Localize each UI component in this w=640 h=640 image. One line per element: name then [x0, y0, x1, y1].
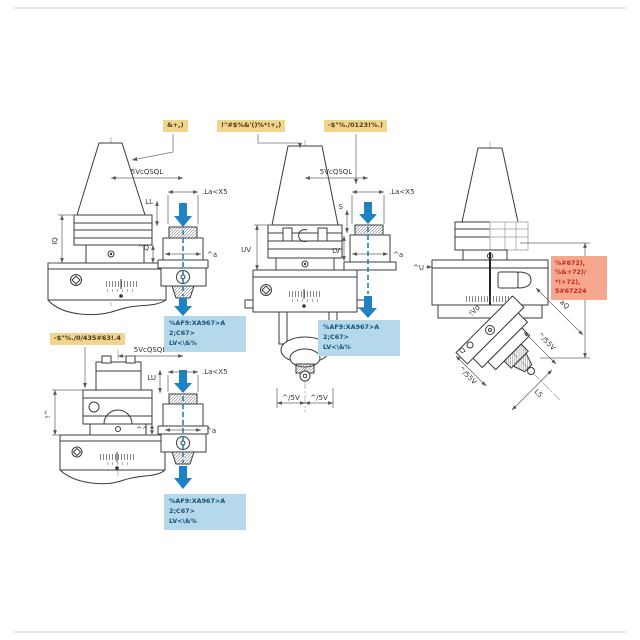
drawing1-right-angle-head-front-view: 5VcQSQL .La<X5 LL IQ ^Q ^a: [47, 134, 228, 316]
blue-note-line2: 2;C67>: [169, 506, 195, 515]
angled-head: [437, 295, 543, 376]
drawing4-hsk-right-angle-head: 5VcQSQL LU .La<X5 !^ ^^ ^a: [44, 346, 228, 489]
hsk-shank: [95, 355, 142, 391]
dim-diag-upper: ^/55V: [536, 331, 557, 352]
spindle-note-drawing2: %AF9:XA967>A 2;C67> LV<\&%: [318, 320, 400, 356]
dim-pilot: .La<X5: [202, 188, 228, 196]
dim-aa: ^^: [136, 426, 148, 434]
callout-note-1-text: &+,): [167, 121, 184, 129]
blue-arrow-down-icon: [174, 298, 192, 316]
dim-pilot: .La<X5: [389, 188, 415, 196]
dim-gauge-length: 5VcQSQL: [134, 346, 167, 354]
spindle-note-drawing1: %AF9:XA967>A 2;C67> LV<\&%: [164, 316, 246, 352]
side-adjuster-unit: [343, 224, 397, 271]
dim-l5: L5: [533, 388, 545, 400]
dimensions: 5VcQSQL LU .La<X5 !^ ^^ ^a: [44, 346, 228, 436]
collet-nut: [171, 285, 195, 299]
v-flange: [267, 224, 343, 259]
blue-note-line3: LV<\&%: [169, 516, 197, 525]
main-body: [431, 252, 549, 306]
dim-ha: ^a: [206, 427, 216, 435]
callout-note-4-text: -$"%./0/435#63!.4: [54, 334, 121, 342]
neck: [275, 257, 335, 271]
main-body: [59, 434, 166, 485]
lock-screw: [466, 341, 474, 349]
break-line: [47, 299, 167, 316]
drawing3-45deg-head-view: ^U aQ ^/55V ^/55V L5 !Vd Q: [413, 142, 590, 411]
dim-gauge-length: 5VcQSQL: [320, 168, 353, 176]
side-screw: [244, 299, 254, 309]
callout-note-2-text: !"#$%&'()%*!+,): [221, 121, 282, 129]
blue-note-line3: LV<\&%: [323, 342, 351, 351]
insertion-direction-indicator: [174, 203, 192, 316]
dim-ha: ^a: [393, 251, 403, 259]
dim-half-right: ^/5V: [310, 394, 328, 402]
spindle-note-drawing4: %AF9:XA967>A 2;C67> LV<\&%: [164, 494, 246, 530]
dim-hu: ^U: [413, 264, 424, 272]
blue-note-line2: 2;C67>: [323, 332, 349, 341]
dim-aq: aQ: [558, 298, 571, 311]
dim-ll: LL: [145, 198, 153, 206]
angle-head-note: %#672), %&+72)/ *!+72), 5#67224: [551, 256, 607, 300]
label-q: Q: [458, 345, 468, 355]
callout-note-3-text: -$"%./0123!%.): [328, 121, 383, 129]
blue-note-line1: %AF9:XA967>A: [323, 323, 380, 331]
cartridge-nose: [517, 271, 532, 289]
dim-diag-lower: ^/55V: [457, 365, 478, 386]
knurled-cap: [354, 224, 384, 236]
neck: [462, 249, 508, 261]
taper-shank: [76, 142, 146, 216]
red-note-line3: *!+72),: [555, 278, 581, 286]
collet-nut: [171, 451, 195, 465]
dim-hq: ^Q: [138, 244, 150, 252]
callout-note-1: &+,): [163, 120, 188, 132]
callout-leader-2: [257, 134, 302, 148]
break-line: [59, 469, 166, 485]
blue-arrow-down-icon: [174, 466, 192, 489]
v-flange-half-section: [454, 221, 529, 251]
flange-dome: [103, 409, 133, 425]
callout-note-3: -$"%./0123!%.): [324, 120, 387, 132]
dim-lu: LU: [147, 374, 156, 382]
dim-ha: ^a: [207, 251, 217, 259]
red-note-line1: %#672),: [555, 260, 585, 267]
dim-pilot: .La<X5: [202, 368, 228, 376]
dim-lv: LV: [332, 247, 340, 255]
dim-uv: UV: [241, 246, 251, 254]
dim-iq: IQ: [51, 237, 59, 245]
blue-arrow-down-icon: [174, 370, 192, 393]
dimensions: 5VcQSQL .La<X5 S UV LV ^a ^/5V ^/5V: [241, 168, 415, 408]
dimensions: 5VcQSQL .La<X5 LL IQ ^Q ^a: [48, 168, 228, 264]
red-note-line4: 5#67224: [555, 288, 587, 296]
main-body: [244, 269, 368, 313]
v-flange: [73, 214, 153, 246]
callout-leader-1: [131, 134, 174, 161]
insertion-direction-indicator: [359, 202, 377, 318]
blue-note-line1: %AF9:XA967>A: [169, 319, 226, 327]
neck: [85, 244, 145, 264]
blue-arrow-down-icon: [359, 296, 377, 318]
drawing2-right-angle-head-side-view: 5VcQSQL .La<X5 S UV LV ^a ^/5V ^/5V: [241, 134, 415, 412]
dim-ia: !^: [44, 410, 52, 419]
cartridge: [497, 271, 519, 289]
pivot: [485, 325, 495, 335]
blue-arrow-down-icon: [359, 202, 377, 224]
dim-half-left: ^/5V: [282, 394, 300, 402]
red-note-line2: %&+72)/: [555, 269, 587, 277]
blue-note-line3: LV<\&%: [169, 338, 197, 347]
dim-gauge-length: 5VcQSQL: [131, 168, 164, 176]
blue-note-line1: %AF9:XA967>A: [169, 497, 226, 505]
blue-arrow-down-icon: [174, 203, 192, 227]
blue-note-line2: 2;C67>: [169, 328, 195, 337]
hsk-flange: [82, 389, 153, 425]
callout-note-4: -$"%./0/435#63!.4: [50, 333, 125, 345]
dim-s: S: [339, 203, 344, 211]
callout-note-2: !"#$%&'()%*!+,): [217, 120, 286, 132]
pull-stud-slot: [298, 229, 308, 242]
main-body: [47, 262, 167, 316]
taper-shank: [461, 147, 519, 223]
taper-shank: [271, 145, 339, 226]
